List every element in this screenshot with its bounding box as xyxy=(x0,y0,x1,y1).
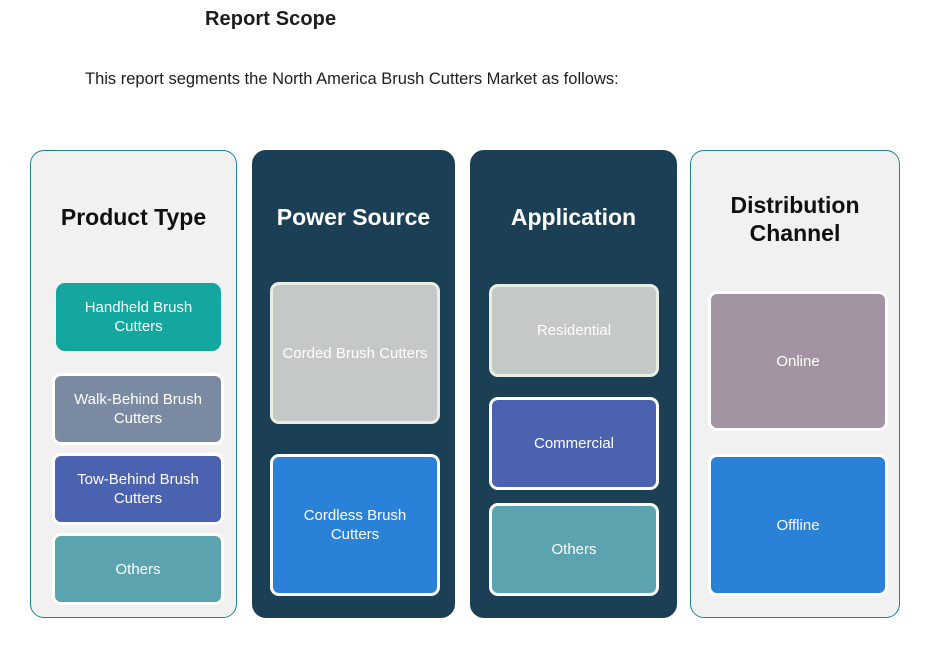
panel-title-power-source: Power Source xyxy=(276,204,431,230)
panel-title-application: Application xyxy=(510,204,637,230)
page-title: Report Scope xyxy=(205,8,337,30)
segment-tile[interactable]: Others xyxy=(489,503,659,596)
segment-tile[interactable]: Online xyxy=(708,291,888,431)
segment-tile[interactable]: Tow-Behind Brush Cutters xyxy=(52,453,224,525)
segment-tile[interactable]: Walk-Behind Brush Cutters xyxy=(52,373,224,445)
panel-title-distribution-channel: Distribution Channel xyxy=(730,192,860,246)
page-subtitle: This report segments the North America B… xyxy=(85,70,619,88)
segment-tile[interactable]: Cordless Brush Cutters xyxy=(270,454,440,596)
segment-tile[interactable]: Commercial xyxy=(489,397,659,490)
segment-tile[interactable]: Others xyxy=(52,533,224,605)
segment-tile[interactable]: Corded Brush Cutters xyxy=(270,282,440,424)
panel-title-product-type: Product Type xyxy=(60,204,207,230)
segment-tile[interactable]: Offline xyxy=(708,454,888,596)
segment-tile[interactable]: Residential xyxy=(489,284,659,377)
segment-tile[interactable]: Handheld Brush Cutters xyxy=(56,283,221,351)
